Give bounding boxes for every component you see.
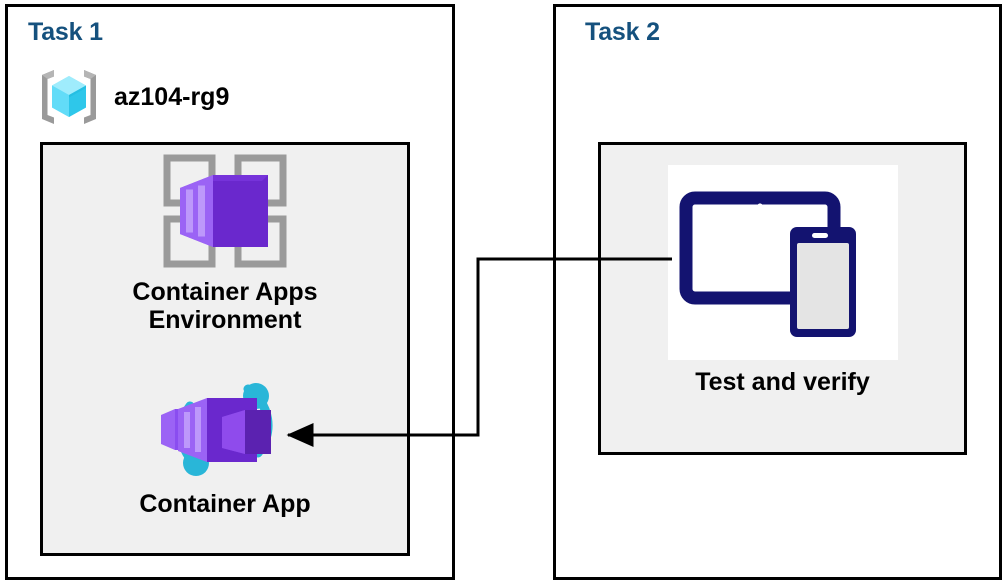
resource-label-container-app: Container App [139,490,311,518]
resource-container-apps-environment: Container Apps Environment [40,150,410,334]
resource-group-row: az104-rg9 [36,62,366,132]
task-panel-title-task2: Task 2 [585,18,660,46]
container-app-icon [145,370,305,488]
resource-group-icon [36,64,102,130]
task-panel-title-task1: Task 1 [28,18,103,46]
resource-label-test-and-verify: Test and verify [695,368,870,396]
resource-test-and-verify: Test and verify [598,165,967,396]
container-apps-environment-icon [150,150,300,272]
resource-label-container-apps-environment: Container Apps Environment [132,278,318,334]
resource-container-app: Container App [40,370,410,518]
resource-group-label: az104-rg9 [114,82,230,111]
test-and-verify-devices-icon [667,165,898,360]
